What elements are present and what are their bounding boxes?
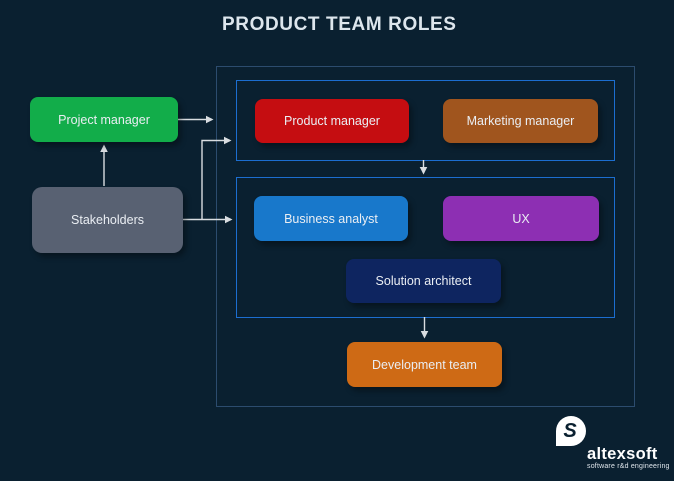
analysis-group-frame [236,177,615,318]
node-label: Development team [372,357,477,372]
node-label: Business analyst [284,211,378,226]
node-label: Solution architect [375,274,472,288]
node-label: Product manager [284,114,380,128]
altexsoft-logo-icon: S [556,416,586,446]
logo-glyph: S [563,420,577,442]
node-marketing-manager: Marketing manager [443,99,598,143]
node-label: Marketing manager [466,114,575,128]
node-ux: UX [443,196,599,241]
node-project-manager: Project manager [30,97,178,142]
node-stakeholders: Stakeholders [32,187,183,253]
management-group-frame [236,80,615,161]
node-business-analyst: Business analyst [254,196,408,241]
team-boundary-frame [216,66,635,407]
node-solution-architect: Solution architect [346,259,501,303]
node-label: UX [512,211,530,226]
node-product-manager: Product manager [255,99,409,143]
node-label: Project manager [58,112,150,127]
altexsoft-logo-tagline: software r&d engineering [587,463,670,470]
node-development-team: Development team [347,342,502,387]
altexsoft-logo: S altexsoft software r&d engineering [556,416,674,472]
diagram-title: PRODUCT TEAM ROLES [222,14,457,35]
altexsoft-logo-text: altexsoft [587,445,658,463]
node-label: Stakeholders [71,213,144,227]
